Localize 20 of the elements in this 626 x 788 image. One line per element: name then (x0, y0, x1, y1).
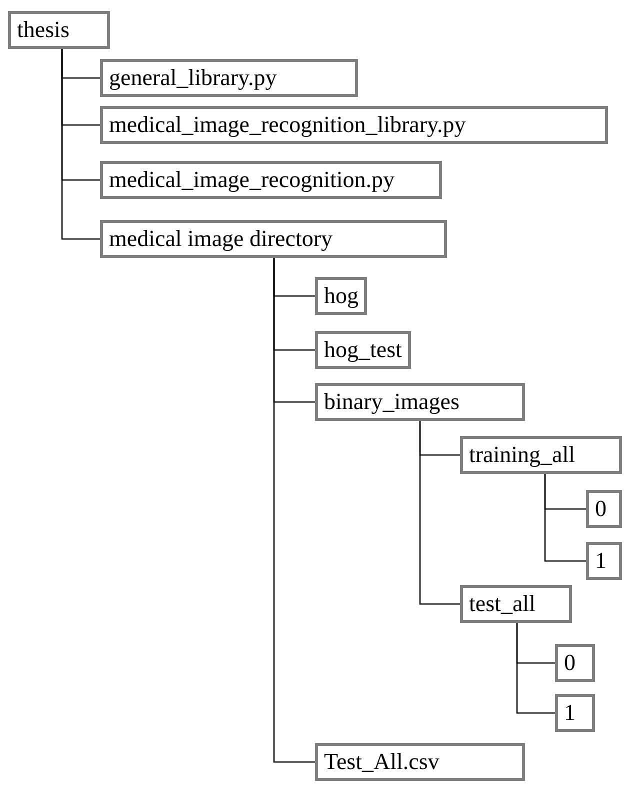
folder-box: hog_test (315, 331, 411, 369)
folder-box: medical image directory (100, 220, 447, 258)
folder-box: general_library.py (100, 59, 358, 97)
tree-connector (419, 421, 460, 605)
tree-connector (544, 474, 586, 562)
folder-box: hog (315, 277, 367, 315)
folder-box: Test_All.csv (315, 743, 525, 781)
folder-box: medical_image_recognition_library.py (100, 106, 608, 144)
folder-box: 0 (555, 644, 595, 682)
tree-connector (516, 623, 555, 714)
tree-connector (61, 49, 100, 240)
folder-box: test_all (460, 585, 572, 623)
folder-box: 1 (586, 542, 622, 580)
folder-box: 0 (586, 490, 622, 528)
folder-box: medical_image_recognition.py (100, 161, 442, 199)
folder-box: binary_images (315, 383, 525, 421)
folder-box: training_all (460, 436, 622, 474)
tree-connector (273, 258, 315, 763)
folder-box: thesis (8, 11, 110, 49)
folder-box: 1 (555, 694, 595, 732)
